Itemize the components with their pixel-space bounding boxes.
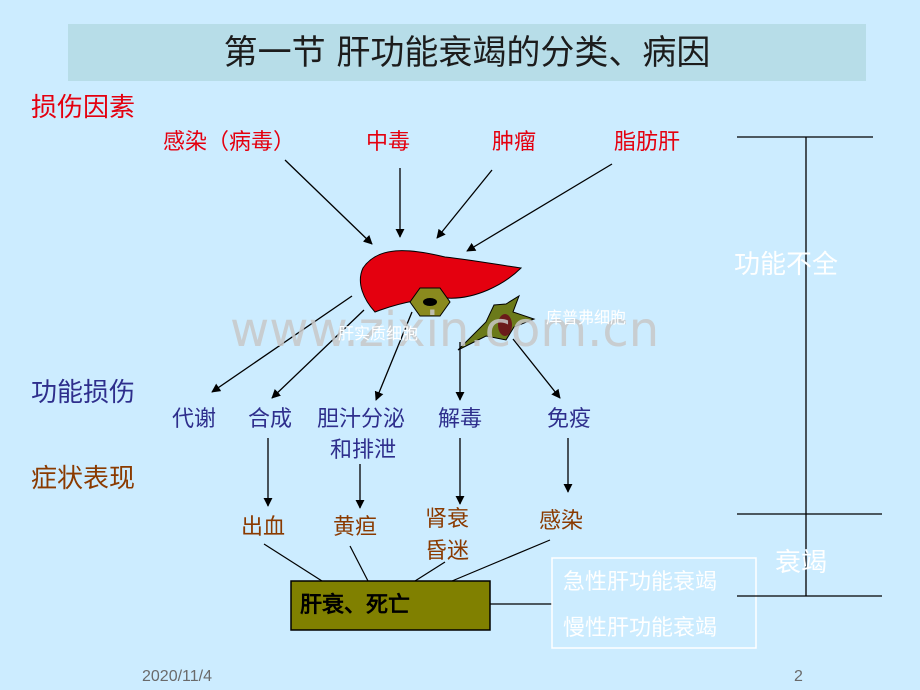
factor-tumor: 肿瘤 <box>492 130 537 155</box>
hepatocyte-nucleus-shape <box>423 298 437 306</box>
kupffer-cell-shape <box>457 294 536 351</box>
label-hepatocyte: 肝实质细胞 <box>338 324 419 343</box>
symptom-renal-line2: 昏迷 <box>425 539 470 564</box>
footer-page-number: 2 <box>794 668 803 685</box>
factor-poisoning: 中毒 <box>366 130 411 155</box>
function-immunity: 免疫 <box>547 407 592 432</box>
label-acute-failure: 急性肝功能衰竭 <box>563 570 718 595</box>
line-infection-to-outcome <box>451 539 551 582</box>
line-jaundice-to-outcome <box>349 545 369 582</box>
function-bile-line1: 胆汁分泌 <box>317 407 406 432</box>
factor-infection: 感染（病毒） <box>163 130 296 155</box>
line-renal-to-outcome <box>414 561 446 582</box>
classification-box <box>551 557 757 649</box>
title-bar: 第一节 肝功能衰竭的分类、病因 <box>68 24 866 81</box>
line-bleeding-to-outcome <box>263 543 323 582</box>
kupffer-nucleus-shape <box>498 314 512 336</box>
symptom-renal-line1: 肾衰 <box>425 507 470 532</box>
symptom-bleeding: 出血 <box>241 515 286 540</box>
liver-shape <box>359 250 523 313</box>
arrow-infection-to-liver <box>284 159 373 245</box>
function-metabolism: 代谢 <box>172 407 217 432</box>
arrow-tumor-to-liver <box>436 169 493 239</box>
label-failure: 衰竭 <box>775 548 828 578</box>
arrow-liver-to-synthesis <box>271 309 365 399</box>
heading-function-damage: 功能损伤 <box>31 378 136 408</box>
label-chronic-failure: 慢性肝功能衰竭 <box>563 616 718 641</box>
outcome-text: 肝衰、死亡 <box>300 593 411 618</box>
factor-fatty-liver: 脂肪肝 <box>614 130 681 155</box>
heading-symptoms: 症状表现 <box>31 464 136 494</box>
arrow-liver-to-metabolism <box>211 295 353 393</box>
watermark: www.zixin.com.cn <box>230 302 660 358</box>
footer-date: 2020/11/4 <box>142 668 212 685</box>
arrow-kupffer-to-immunity <box>512 338 561 399</box>
function-synthesis: 合成 <box>248 407 293 432</box>
arrow-fatty-liver-to-liver <box>466 163 613 252</box>
arrow-liver-to-bile <box>374 311 413 401</box>
symptom-jaundice: 黄疸 <box>333 515 378 540</box>
label-insufficiency: 功能不全 <box>734 250 839 280</box>
outcome-box <box>290 580 491 631</box>
symptom-infection: 感染 <box>539 509 584 534</box>
page-title: 第一节 肝功能衰竭的分类、病因 <box>223 33 711 73</box>
function-detox: 解毒 <box>438 407 483 432</box>
label-kupffer: 库普弗细胞 <box>546 308 627 327</box>
function-bile-line2: 和排泄 <box>330 438 397 463</box>
heading-damage-factors: 损伤因素 <box>31 93 136 123</box>
